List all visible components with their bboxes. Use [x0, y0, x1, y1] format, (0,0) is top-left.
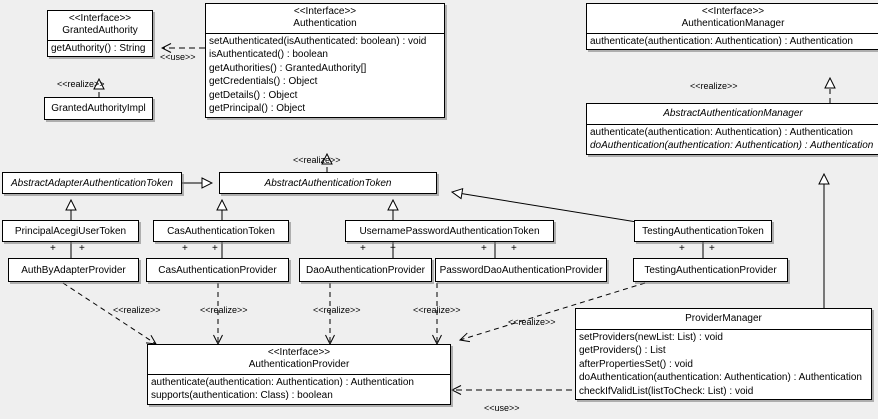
class-name: CasAuthenticationToken	[167, 225, 275, 237]
class-header: <<Interface>> Authentication	[206, 4, 444, 33]
member: supports(authentication: Class) : boolea…	[151, 390, 333, 402]
class-testing-authentication-token[interactable]: TestingAuthenticationToken	[634, 220, 772, 242]
class-granted-authority[interactable]: <<Interface>> GrantedAuthority getAuthor…	[47, 10, 153, 58]
class-name: AbstractAdapterAuthenticationToken	[11, 177, 173, 189]
edge-label-use-provider-manager: <<use>>	[484, 403, 520, 413]
member: doAuthentication(authentication: Authent…	[590, 140, 874, 152]
class-header: <<Interface>> AuthenticationProvider	[148, 345, 450, 374]
edge-label-realize-abstract-authentication-manager: <<realize>>	[690, 81, 738, 91]
association-marker-plus: +	[481, 243, 487, 254]
edge-label-realize-granted-authority-impl: <<realize>>	[57, 79, 105, 89]
edge-label-realize-testing-authentication-provider: <<realize>>	[508, 317, 556, 327]
member: afterPropertiesSet() : void	[579, 358, 693, 370]
class-name: AuthenticationProvider	[248, 358, 350, 370]
class-abstract-authentication-manager[interactable]: AbstractAuthenticationManager authentica…	[586, 103, 878, 155]
class-auth-by-adapter-provider[interactable]: AuthByAdapterProvider	[8, 258, 139, 282]
class-abstract-adapter-authentication-token[interactable]: AbstractAdapterAuthenticationToken	[2, 172, 182, 194]
member: checkIfValidList(listToCheck: List) : vo…	[579, 385, 754, 397]
member: getPrincipal() : Object	[209, 103, 306, 115]
member: getAuthority() : String	[51, 42, 146, 54]
class-name: Authentication	[293, 17, 357, 29]
member: authenticate(authentication: Authenticat…	[590, 35, 853, 47]
association-marker-plus: +	[390, 243, 396, 254]
class-name: TestingAuthenticationProvider	[644, 264, 777, 276]
association-marker-plus: +	[360, 243, 366, 254]
class-name: TestingAuthenticationToken	[642, 225, 764, 237]
class-cas-authentication-token[interactable]: CasAuthenticationToken	[153, 220, 289, 242]
edge-label-realize-abstract-authentication-token: <<realize>>	[293, 155, 341, 165]
class-name: PrincipalAcegiUserToken	[14, 225, 127, 237]
class-name: ProviderManager	[685, 313, 762, 324]
class-username-password-authentication-token[interactable]: UsernamePasswordAuthenticationToken	[345, 220, 554, 242]
class-provider-manager[interactable]: ProviderManager setProviders(newList: Li…	[575, 308, 872, 401]
class-name: CasAuthenticationProvider	[158, 264, 277, 276]
class-header: <<Interface>> AuthenticationManager	[587, 4, 878, 33]
stereotype-label: <<Interface>>	[701, 6, 765, 17]
member: getCredentials() : Object	[209, 76, 318, 88]
class-name: AbstractAuthenticationManager	[663, 108, 803, 119]
stereotype-label: <<Interface>>	[68, 13, 132, 24]
members-compartment: setAuthenticated(isAuthenticated: boolea…	[206, 32, 444, 117]
class-granted-authority-impl[interactable]: GrantedAuthorityImpl	[44, 97, 153, 120]
class-name: PasswordDaoAuthenticationProvider	[439, 264, 603, 276]
association-marker-plus: +	[709, 243, 715, 254]
member: getProviders() : List	[579, 345, 666, 357]
class-name: GrantedAuthority	[62, 24, 138, 36]
association-marker-plus: +	[679, 243, 685, 254]
class-header: <<Interface>> GrantedAuthority	[48, 11, 152, 40]
member: isAuthenticated() : boolean	[209, 49, 328, 61]
class-testing-authentication-provider[interactable]: TestingAuthenticationProvider	[633, 258, 788, 282]
members-compartment: authenticate(authentication: Authenticat…	[587, 32, 878, 50]
members-compartment: authenticate(authentication: Authenticat…	[587, 123, 878, 154]
class-name: AuthByAdapterProvider	[21, 264, 126, 276]
edge-label-realize-dao-authentication-provider: <<realize>>	[313, 305, 361, 315]
member: authenticate(authentication: Authenticat…	[151, 376, 414, 388]
member: setAuthenticated(isAuthenticated: boolea…	[209, 35, 427, 47]
edge-label-realize-cas-authentication-provider: <<realize>>	[200, 305, 248, 315]
association-marker-plus: +	[182, 243, 188, 254]
member: doAuthentication(authentication: Authent…	[579, 372, 862, 384]
class-authentication-provider[interactable]: <<Interface>> AuthenticationProvider aut…	[147, 344, 451, 405]
class-authentication[interactable]: <<Interface>> Authentication setAuthenti…	[205, 3, 445, 118]
association-marker-plus: +	[511, 243, 517, 254]
stereotype-label: <<Interface>>	[267, 347, 331, 358]
stereotype-label: <<Interface>>	[293, 6, 357, 17]
class-name: AbstractAuthenticationToken	[264, 177, 392, 189]
class-dao-authentication-provider[interactable]: DaoAuthenticationProvider	[299, 258, 432, 282]
class-header: AbstractAuthenticationManager	[587, 104, 878, 124]
association-marker-plus: +	[212, 243, 218, 254]
class-header: ProviderManager	[576, 309, 871, 329]
member: getAuthorities() : GrantedAuthority[]	[209, 62, 367, 74]
member: getDetails() : Object	[209, 89, 298, 101]
class-authentication-manager[interactable]: <<Interface>> AuthenticationManager auth…	[586, 3, 878, 51]
class-name: GrantedAuthorityImpl	[51, 103, 146, 114]
member: setProviders(newList: List) : void	[579, 331, 723, 343]
class-abstract-authentication-token[interactable]: AbstractAuthenticationToken	[219, 172, 437, 194]
class-name: AuthenticationManager	[681, 17, 785, 29]
members-compartment: getAuthority() : String	[48, 39, 152, 57]
edge-label-realize-auth-by-adapter-provider: <<realize>>	[113, 305, 161, 315]
edge-label-realize-password-dao-authentication-provider: <<realize>>	[413, 305, 461, 315]
class-cas-authentication-provider[interactable]: CasAuthenticationProvider	[146, 258, 289, 282]
members-compartment: setProviders(newList: List) : void getPr…	[576, 328, 871, 400]
class-name: DaoAuthenticationProvider	[306, 264, 425, 276]
member: authenticate(authentication: Authenticat…	[590, 126, 853, 138]
association-marker-plus: +	[79, 243, 85, 254]
class-password-dao-authentication-provider[interactable]: PasswordDaoAuthenticationProvider	[435, 258, 607, 282]
members-compartment: authenticate(authentication: Authenticat…	[148, 373, 450, 404]
class-name: UsernamePasswordAuthenticationToken	[359, 225, 540, 237]
edge-label-use-granted-authority: <<use>>	[160, 52, 196, 62]
association-marker-plus: +	[50, 243, 56, 254]
class-principal-acegi-user-token[interactable]: PrincipalAcegiUserToken	[2, 220, 139, 242]
